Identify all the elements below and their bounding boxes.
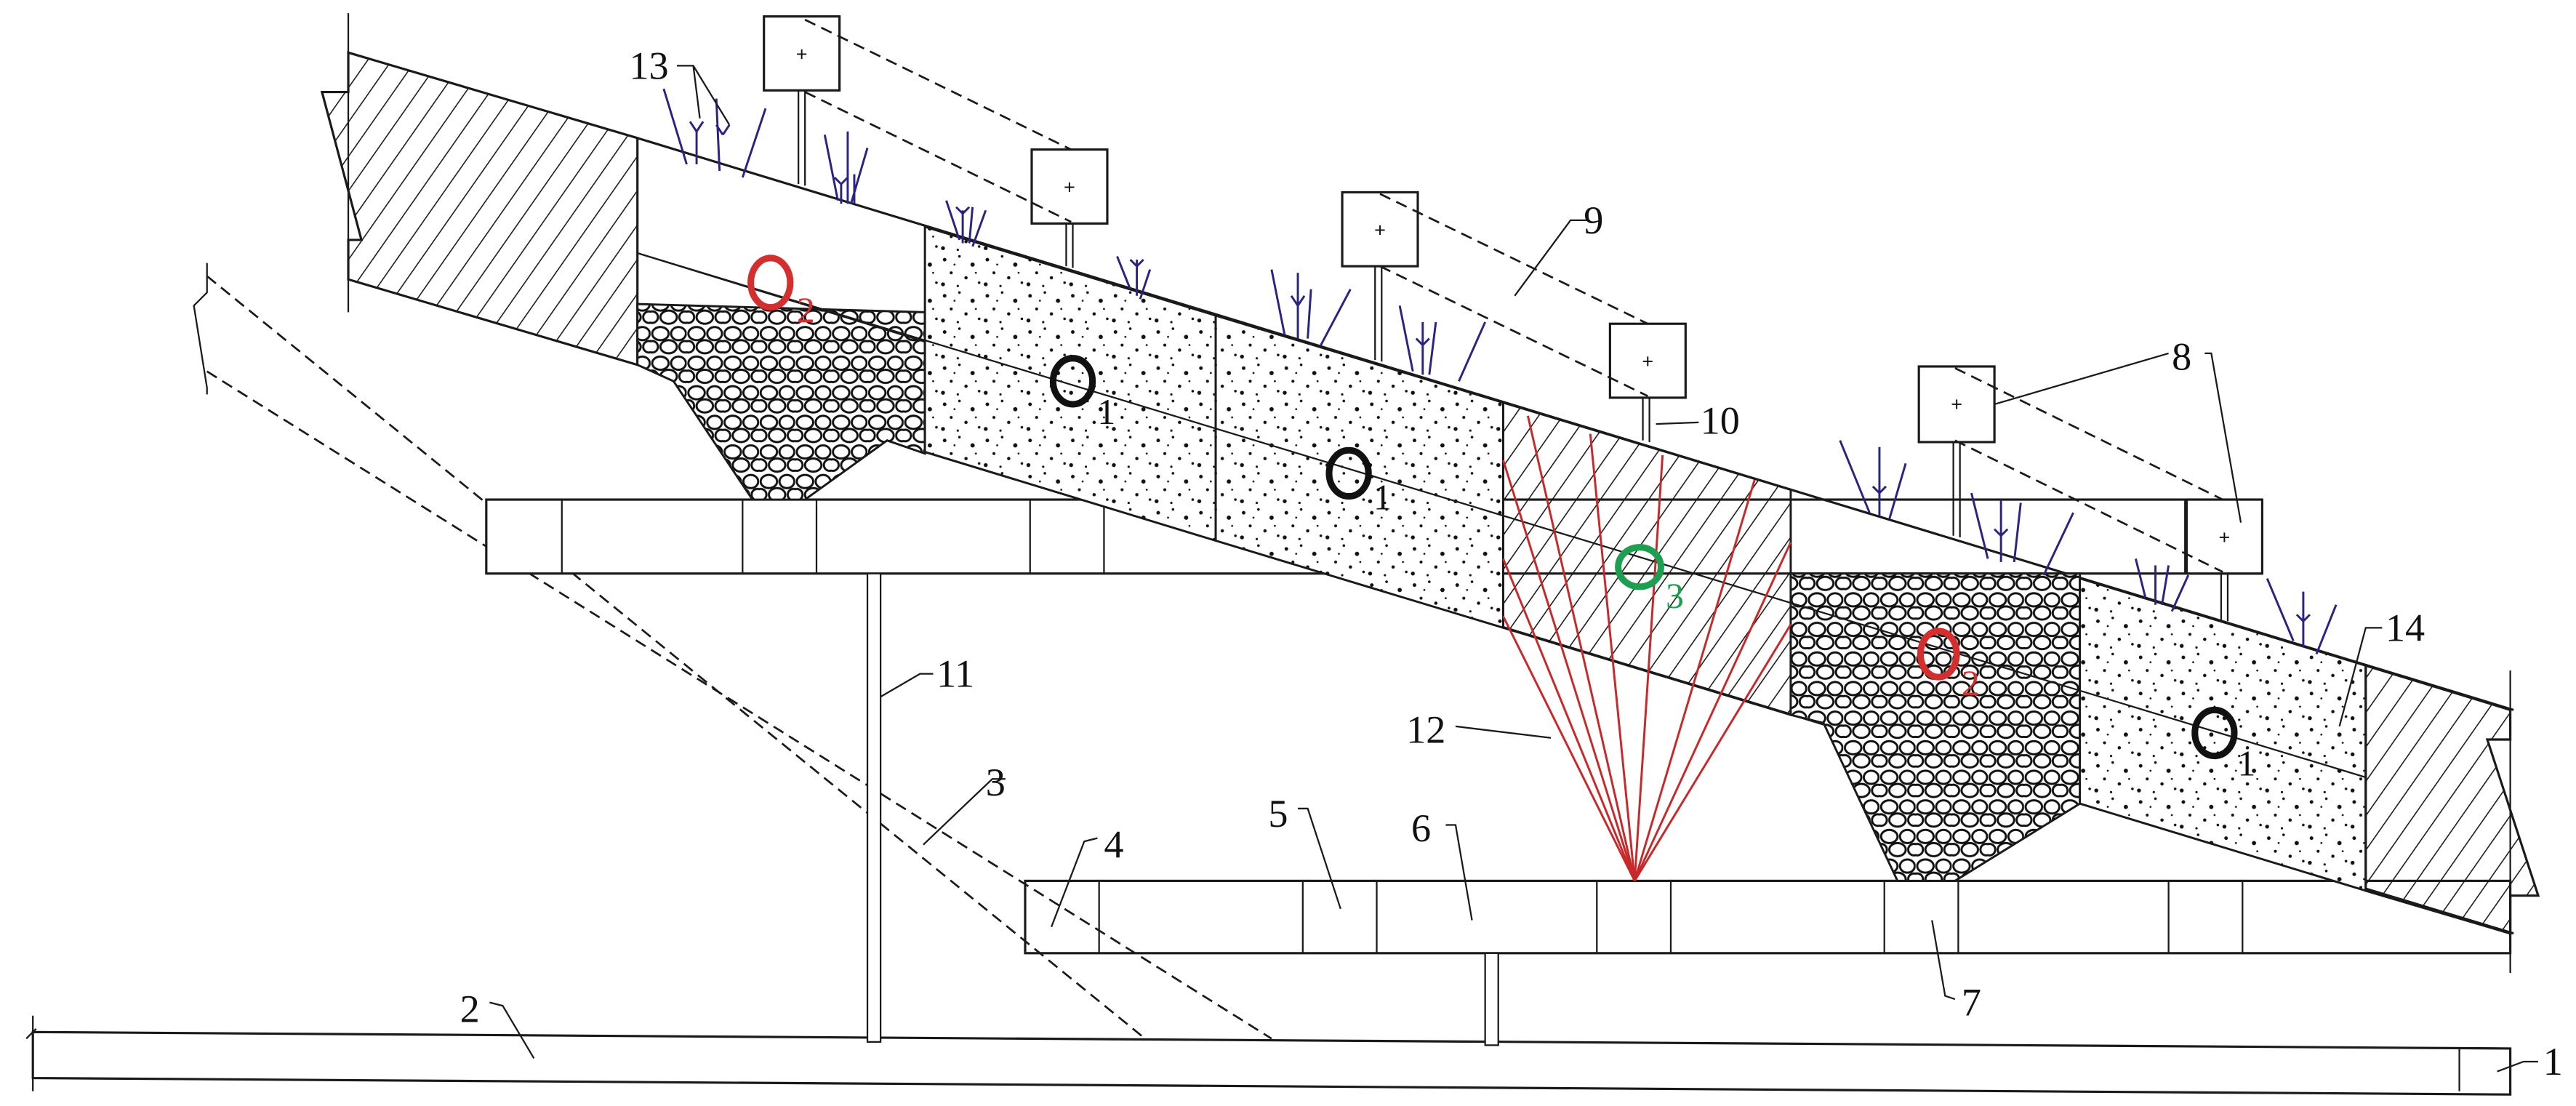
monitor-plus-icon: +	[1374, 218, 1386, 241]
label-5: 5	[1268, 792, 1288, 835]
svg-text:1: 1	[1097, 392, 1115, 432]
monitor-plus-icon: +	[2219, 526, 2231, 548]
monitor-plus-icon: +	[796, 43, 808, 65]
lower-frame-beam	[1024, 879, 2512, 955]
label-6: 6	[1411, 806, 1431, 850]
vegetation	[662, 88, 2338, 655]
label-9: 9	[1584, 199, 1603, 242]
monitor-plus-icon: +	[1064, 176, 1075, 199]
svg-text:1: 1	[2238, 744, 2256, 784]
label-12: 12	[1406, 708, 1445, 752]
leader-lines	[489, 65, 2539, 1073]
label-1: 1	[2543, 1040, 2563, 1083]
point-o2-left: 2	[747, 255, 815, 330]
slope-center-line	[637, 252, 2367, 779]
point-o2-right: 2	[1917, 628, 1980, 703]
component-labels: 1 2 3 4 5 6 7 8 9 10 11 12 13 14	[460, 44, 2563, 1083]
anchor-cables	[1502, 415, 1792, 882]
stone-fill-left	[636, 302, 926, 501]
label-10: 10	[1701, 399, 1740, 443]
label-2: 2	[460, 987, 480, 1031]
label-11: 11	[936, 652, 974, 696]
svg-text:3: 3	[1666, 576, 1684, 616]
label-3: 3	[986, 761, 1006, 804]
point-o1-b: 1	[1325, 446, 1392, 518]
label-8: 8	[2172, 335, 2191, 379]
point-o1-a: 1	[1049, 355, 1115, 432]
slope-guide-lines	[193, 263, 1272, 1040]
right-retaining-wall	[2364, 664, 2540, 935]
piles	[866, 572, 1499, 1046]
stone-fill-right	[1789, 572, 2082, 882]
svg-text:1: 1	[1373, 478, 1392, 518]
label-7: 7	[1962, 981, 1981, 1025]
left-retaining-wall	[320, 51, 639, 366]
monitoring-stations: + + + + + +	[763, 15, 2264, 622]
monitor-plus-icon: +	[1642, 350, 1653, 372]
point-o1-c: 1	[2191, 706, 2256, 784]
svg-text:2: 2	[797, 290, 815, 330]
label-13: 13	[629, 44, 668, 87]
label-14: 14	[2386, 606, 2425, 649]
label-4: 4	[1104, 823, 1123, 867]
svg-text:2: 2	[1962, 663, 1980, 703]
foundation-beam	[25, 1015, 2512, 1096]
point-o3: 3	[1615, 544, 1684, 616]
monitor-plus-icon: +	[1951, 393, 1962, 415]
